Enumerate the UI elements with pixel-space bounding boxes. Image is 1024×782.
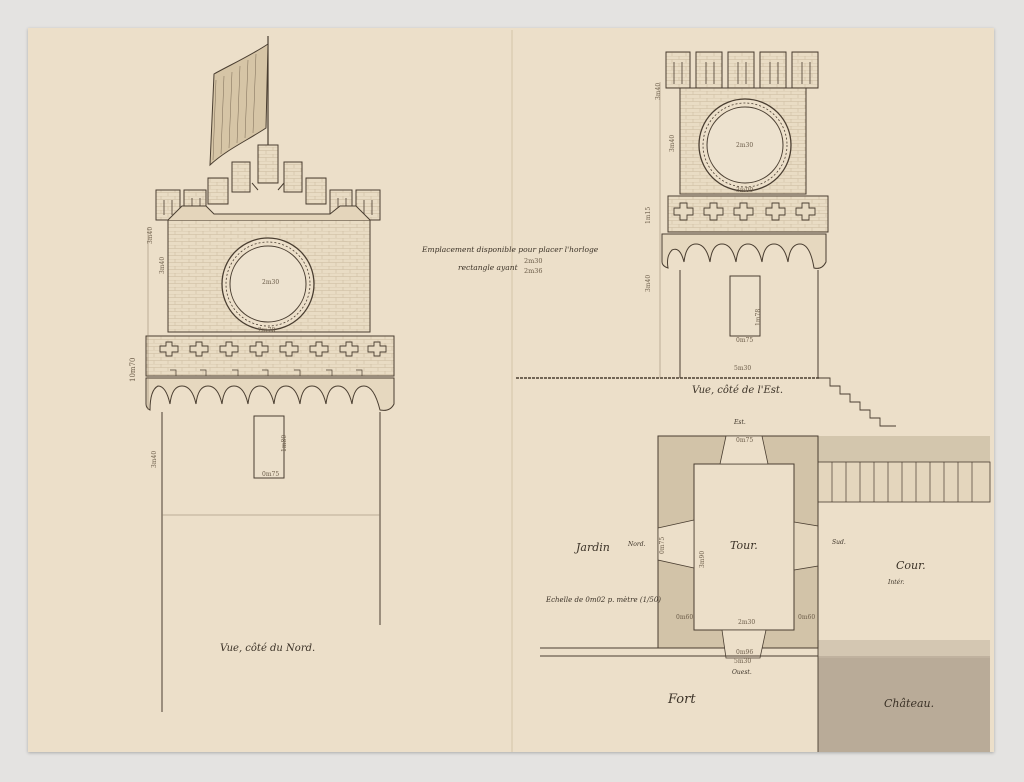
north-balcony-height-dim: 10m70 [129, 357, 137, 382]
north-balcony [145, 335, 395, 377]
plan-inner-width-dim: 3m90 [699, 550, 706, 568]
plan-right-wall-dim: 0m60 [798, 614, 816, 621]
east-view-label: Vue, côté de l'Est. [692, 385, 784, 396]
east-merlons [665, 51, 819, 89]
east-clock-height-dim: 3m40 [669, 134, 676, 152]
east-steps [818, 377, 896, 427]
plan-left-opening [657, 519, 695, 569]
east-arches [661, 233, 827, 269]
north-view-label: Vue, côté du Nord. [220, 643, 316, 654]
north-elevation [145, 36, 395, 712]
courtyard-label: Cour. [896, 559, 926, 572]
north-arches [145, 377, 395, 411]
garden-label: Jardin [576, 541, 610, 554]
north-door-width-dim: 0m75 [262, 471, 280, 478]
north-door-height-dim: 1m80 [281, 434, 288, 452]
east-base-width-dim: 5m30 [734, 365, 752, 372]
east-clock-width-dim: 3m00 [736, 187, 754, 194]
east-crosses [673, 202, 816, 221]
plan-right-opening [793, 521, 819, 571]
chateau-area [818, 656, 990, 752]
clock-space-dim-top: 2m30 [524, 257, 543, 265]
plan-side-door-dim: 0m75 [659, 536, 666, 554]
east-balcony-height-dim: 1m15 [645, 206, 652, 224]
east-base-height-dim: 3m40 [645, 274, 652, 292]
plan-bottom-door-dim: 0m96 [736, 649, 754, 656]
north-upper-crown [207, 144, 327, 205]
plan-bottom-opening [721, 629, 767, 659]
north-clock-width-dim: 2m78 [258, 327, 276, 334]
north-clock-dim: 2m30 [262, 279, 280, 286]
tower-label: Tour. [730, 539, 758, 552]
north-crosses [159, 341, 387, 357]
north-base-height-dim: 3m40 [151, 450, 158, 468]
plan-top-opening [719, 435, 769, 465]
plan-outer-width-dim: 5m30 [734, 658, 752, 665]
flag [209, 43, 269, 167]
east-door-width-dim: 0m75 [736, 337, 754, 344]
north-crown-height-dim: 3m40 [147, 226, 154, 244]
east-door-height-dim: 1m78 [755, 308, 762, 326]
plan-view [540, 435, 991, 752]
chateau-label: Château. [884, 697, 935, 710]
east-elevation [516, 51, 896, 427]
west-direction: Ouest. [732, 669, 752, 676]
chateau-stairs [817, 461, 991, 503]
east-direction: Est. [734, 419, 746, 426]
north-clock-height-dim: 3m40 [159, 256, 166, 274]
east-clock-dim: 2m30 [736, 142, 754, 149]
north-door [253, 415, 285, 479]
east-door [729, 275, 761, 337]
north-direction: Nord. [628, 541, 646, 548]
south-direction: Sud. [832, 539, 846, 546]
clock-space-note: Emplacement disponible pour placer l'hor… [422, 245, 599, 254]
tower-interior [693, 463, 795, 631]
clock-space-note-2: rectangle ayant [458, 263, 518, 272]
plan-bottom-inner-dim: 2m30 [738, 619, 756, 626]
courtyard-sublabel: Intér. [888, 579, 905, 586]
clock-space-dim-bottom: 2m36 [524, 267, 543, 275]
scale-label: Echelle de 0m02 p. mètre (1/50) [546, 596, 662, 604]
plan-left-wall-dim: 0m60 [676, 614, 694, 621]
paper-sheet [28, 28, 994, 752]
plan-top-door-dim: 0m75 [736, 437, 754, 444]
fort-label: Fort [668, 692, 696, 707]
east-crown-height-dim: 3m40 [655, 82, 662, 100]
